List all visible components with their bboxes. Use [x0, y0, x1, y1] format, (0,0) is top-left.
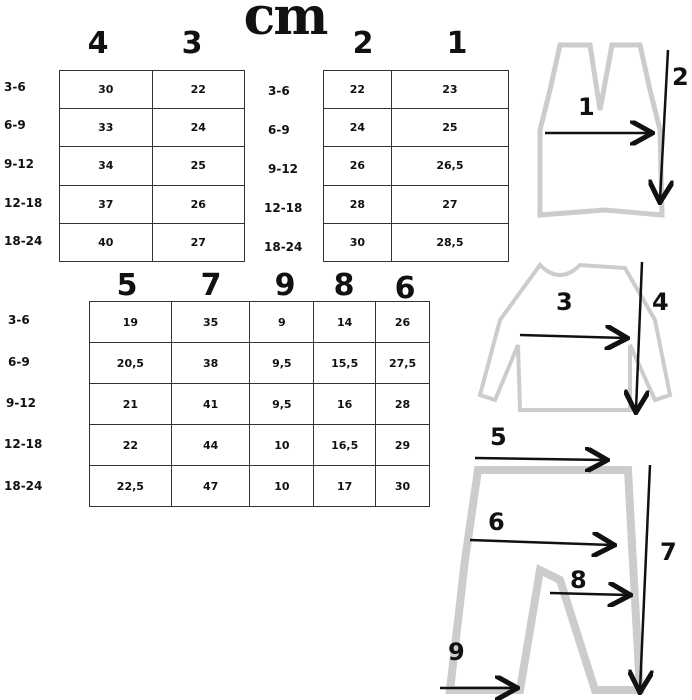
- table-cell: 16,5: [313, 424, 377, 466]
- table-cell: 30: [375, 465, 430, 507]
- arrow-6: [469, 540, 612, 545]
- table-cell: 24: [323, 108, 392, 148]
- size-label: 3-6: [8, 313, 30, 327]
- table-cell: 17: [313, 465, 377, 507]
- table-cell: 26,5: [390, 146, 510, 186]
- size-label: 6-9: [268, 123, 290, 137]
- arrow-3: [519, 335, 625, 338]
- table-cell: 15,5: [313, 342, 377, 384]
- size-label: 3-6: [268, 84, 290, 98]
- table-cell: 40: [59, 222, 153, 263]
- table-cell: 26: [323, 146, 392, 186]
- size-label: 18-24: [4, 234, 43, 248]
- table-cell: 19: [89, 301, 172, 343]
- column-header: 7: [200, 268, 222, 303]
- size-label: 18-24: [264, 240, 303, 254]
- column-header: 5: [116, 268, 138, 303]
- table-cell: 10: [249, 465, 315, 507]
- arrow-8: [549, 593, 628, 595]
- table-cell: 38: [170, 342, 251, 384]
- measure-label: 9: [448, 638, 465, 666]
- table-cell: 27,5: [375, 342, 430, 384]
- column-header: 8: [333, 268, 355, 303]
- table-cell: 47: [170, 465, 251, 507]
- table-cell: 44: [170, 424, 251, 466]
- pants-outline: [445, 466, 645, 694]
- column-header: 1: [446, 26, 468, 61]
- table-cell: 30: [323, 222, 392, 263]
- table-cell: 9,5: [249, 342, 315, 384]
- unit-title: cm: [243, 0, 329, 47]
- table-cell: 37: [59, 184, 153, 224]
- size-label: 9-12: [268, 162, 299, 176]
- arrow-5: [474, 458, 605, 460]
- table-cell: 25: [390, 108, 510, 148]
- table-cell: 22: [323, 69, 392, 110]
- size-label: 6-9: [4, 118, 26, 132]
- table-cell: 34: [59, 146, 153, 186]
- table-cell: 28,5: [390, 222, 510, 263]
- table-cell: 29: [375, 424, 430, 466]
- size-label: 9-12: [4, 157, 35, 171]
- table-cell: 33: [59, 108, 153, 148]
- table-cell: 24: [151, 108, 245, 148]
- size-label: 12-18: [264, 201, 303, 215]
- column-header: 2: [352, 26, 374, 61]
- size-label: 18-24: [4, 479, 43, 493]
- size-label: 12-18: [4, 437, 43, 451]
- measure-label: 3: [556, 288, 573, 316]
- size-label: 9-12: [6, 396, 37, 410]
- shirt-outline: [477, 261, 673, 412]
- table-cell: 16: [313, 383, 377, 425]
- measure-label: 5: [490, 423, 507, 451]
- measure-label: 2: [672, 63, 689, 91]
- table-cell: 35: [170, 301, 251, 343]
- column-header: 9: [274, 268, 296, 303]
- table-cell: 22,5: [89, 465, 172, 507]
- arrow-4: [636, 261, 642, 410]
- arrow-2: [660, 49, 668, 200]
- measure-label: 7: [660, 538, 677, 566]
- table-cell: 30: [59, 69, 153, 110]
- measure-label: 8: [570, 566, 587, 594]
- arrow-7: [640, 464, 650, 690]
- table-cell: 28: [375, 383, 430, 425]
- column-header: 3: [181, 26, 203, 61]
- size-label: 12-18: [4, 196, 43, 210]
- table-cell: 21: [89, 383, 172, 425]
- measure-label: 1: [578, 93, 595, 121]
- column-header: 4: [87, 26, 109, 61]
- table-cell: 22: [89, 424, 172, 466]
- table-cell: 25: [151, 146, 245, 186]
- size-label: 6-9: [8, 355, 30, 369]
- size-label: 3-6: [4, 80, 26, 94]
- table-cell: 23: [390, 69, 510, 110]
- measure-label: 4: [652, 288, 669, 316]
- table-cell: 26: [151, 184, 245, 224]
- table-cell: 27: [151, 222, 245, 263]
- column-header: 6: [394, 271, 416, 306]
- measure-label: 6: [488, 508, 505, 536]
- vest-outline: [537, 42, 665, 218]
